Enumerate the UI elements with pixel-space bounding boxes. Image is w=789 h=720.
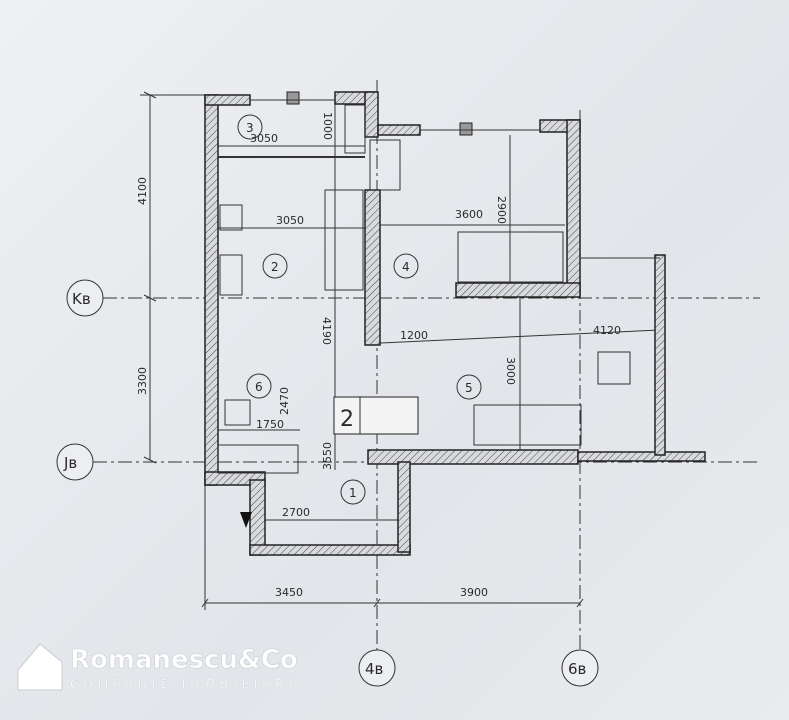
dim-kitchen-depth: 4190 xyxy=(320,317,333,345)
room-3: 3 xyxy=(246,121,254,135)
walls xyxy=(204,91,706,556)
room-1: 1 xyxy=(349,486,357,500)
watermark-tagline: COMPANIE IMOBILIARĂ xyxy=(70,676,302,691)
dim-kitchen-width: 3050 xyxy=(276,214,304,227)
dim-living-depth: 3000 xyxy=(504,357,517,385)
dim-storage-width: 3050 xyxy=(250,132,278,145)
room-5: 5 xyxy=(465,381,473,395)
dim-bedroom-depth: 2900 xyxy=(495,196,508,224)
room-2: 2 xyxy=(271,260,279,274)
watermark-house-icon xyxy=(17,643,63,691)
dim-storage-depth: 1000 xyxy=(321,112,334,140)
dim-bedroom-width: 3600 xyxy=(455,208,483,221)
axis-4: 4в xyxy=(365,660,383,678)
dim-hall-width: 1200 xyxy=(400,329,428,342)
dim-entry-width: 2700 xyxy=(282,506,310,519)
dim-living-width: 4120 xyxy=(593,324,621,337)
furniture xyxy=(217,104,631,474)
dim-left-top: 4100 xyxy=(136,177,149,205)
axis-6: 6в xyxy=(568,660,586,678)
dim-left-bottom: 3300 xyxy=(136,367,149,395)
axis-markers: Kв Jв 4в 6в xyxy=(56,279,599,687)
dim-entry-depth: 3550 xyxy=(321,442,334,470)
unit-label: 2 xyxy=(340,407,354,432)
watermark: Romanescu&Co COMPANIE IMOBILIARĂ xyxy=(17,643,302,691)
room-6: 6 xyxy=(255,380,263,394)
room-numbers: 3 2 4 5 6 1 2 xyxy=(237,114,482,505)
room-4: 4 xyxy=(402,260,410,274)
entry-arrow-icon xyxy=(240,512,252,528)
axis-k: Kв xyxy=(72,290,91,308)
dim-bottom-left: 3450 xyxy=(275,586,303,599)
dim-bath-width: 1750 xyxy=(256,418,284,431)
watermark-brand: Romanescu&Co xyxy=(70,645,298,675)
dim-bottom-right: 3900 xyxy=(460,586,488,599)
dimension-labels: 4100 3300 3050 1000 3050 4190 3600 2900 … xyxy=(136,112,621,599)
axis-j: Jв xyxy=(63,454,77,472)
dim-bath-depth: 2470 xyxy=(278,387,291,415)
